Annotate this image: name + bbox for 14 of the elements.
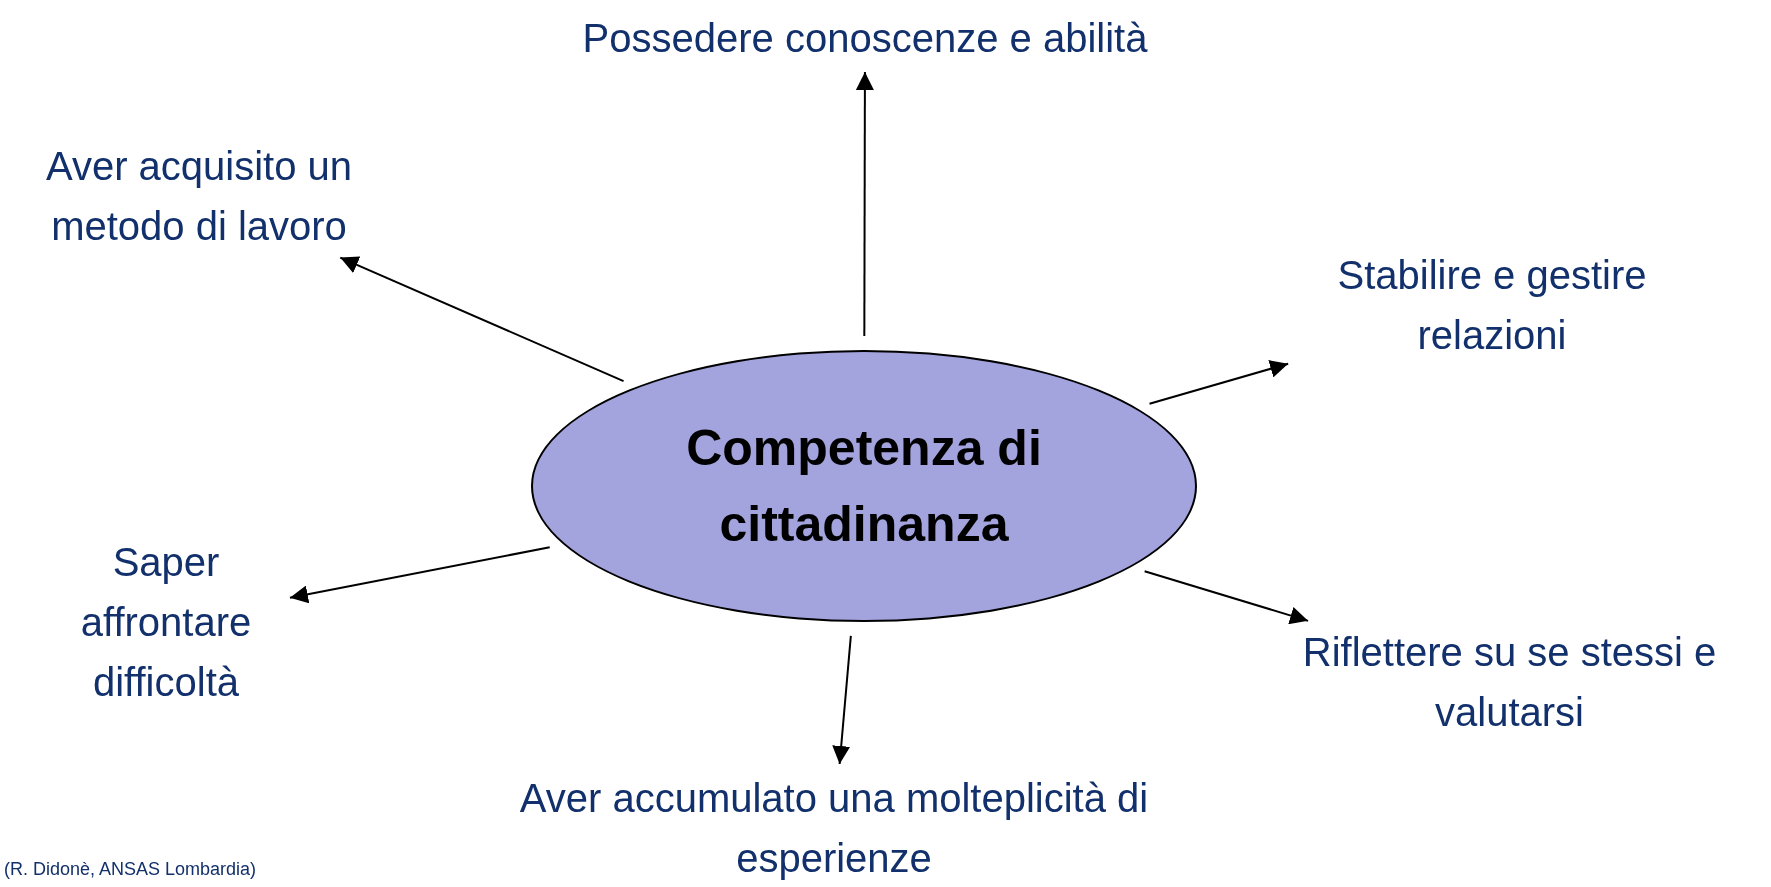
arrow [288,546,551,604]
competence-text: Aver acquisito un metodo di lavoro [44,143,354,250]
competence-text: Possedere conoscenze e abilità [582,15,1148,62]
arrow [1143,570,1310,625]
arrow [855,71,874,337]
central-title: Competenza di cittadinanza [685,419,1043,554]
competence-text: Stabilire e gestire relazioni [1336,252,1648,359]
competence-text: Riflettere su se stessi e valutarsi [1301,629,1718,736]
competence-text: Aver accumulato una molteplicità di esperienze [518,775,1150,882]
source-note: (R. Didonè, ANSAS Lombardia) [4,858,257,881]
arrow [339,256,625,383]
arrow [1148,360,1290,405]
arrow [832,634,852,765]
competence-text: Saper affrontare difficoltà [79,539,253,706]
